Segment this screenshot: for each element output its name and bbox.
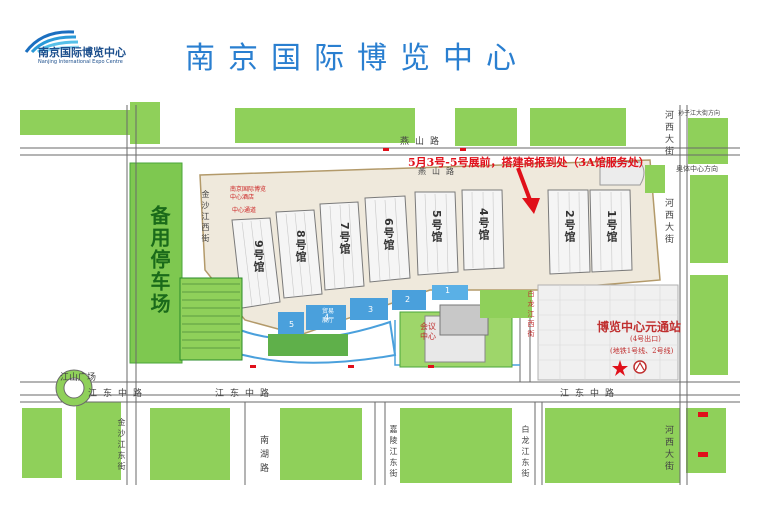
hotel-note: 南京国际博览中心酒店 (230, 186, 267, 201)
star-icon (612, 360, 628, 376)
lobby-note: 中心通道 (232, 207, 257, 214)
road-heixi-mid: 河西大街 (663, 198, 673, 246)
road-bailong-lower: 白龙江东街 (521, 425, 530, 480)
grass-right (686, 175, 728, 473)
road-heixi-bottom: 河西大街 (663, 425, 673, 473)
station-exit: (4号出口) (630, 335, 661, 343)
logo-subtitle: Nanjing International Expo Centre (38, 59, 123, 65)
hall-4-label[interactable]: 4号馆 (477, 208, 490, 241)
metro-icon (633, 360, 647, 374)
loop-road-area (599, 161, 665, 193)
water-zones (278, 285, 468, 336)
road-heixi-top: 河西大街 (663, 110, 673, 158)
station-lines: (地铁1号线、2号线) (610, 347, 674, 355)
hall-8-label[interactable]: 8号馆 (294, 230, 307, 263)
grass-top-row (20, 102, 728, 164)
green-lot-right (480, 290, 532, 318)
hall-9-label[interactable]: 9号馆 (252, 240, 265, 273)
parking-lot (129, 162, 183, 364)
road-nanhu: 南湖路 (258, 435, 268, 477)
road-yanshan-inner: 燕山路 (418, 167, 460, 176)
zone-1: 1 (445, 286, 451, 295)
meeting-center (399, 304, 513, 368)
zone-4: 4 (324, 313, 330, 322)
hall-6-label[interactable]: 6号馆 (382, 218, 395, 251)
station-plaza (537, 284, 679, 381)
roundabout (55, 369, 93, 407)
road-jinsha-lower: 金沙江东街 (117, 418, 126, 473)
zone-5: 5 (289, 320, 295, 329)
hall-5-label[interactable]: 5号馆 (430, 210, 443, 243)
hatched-zone (179, 277, 348, 361)
direction-sunzi: 孙子江大街方向 (678, 110, 721, 117)
arrow-icon (516, 167, 540, 214)
page-title: 南京国际博览中心 (185, 41, 529, 76)
road-jiangdong-left: 江东中路 (88, 389, 149, 399)
trade-hall-label: 贸易展厅 (322, 308, 335, 324)
hall-7-label[interactable]: 7号馆 (338, 222, 351, 255)
hall-1-label[interactable]: 1号馆 (605, 210, 618, 243)
road-jialing: 嘉陵江东街 (389, 425, 398, 480)
station-name: 博览中心元通站 (597, 320, 682, 334)
parking-label: 备用停车场 (147, 205, 171, 315)
road-jinsha-upper: 金沙江西街 (201, 190, 210, 245)
road-markers (250, 148, 708, 457)
roads (20, 105, 740, 485)
zone-2: 2 (405, 295, 411, 304)
direction-aoti: 奥体中心方向 (676, 165, 718, 173)
registration-banner: 5月3号-5号展前，搭建商报到处（3A馆服务处） (408, 156, 650, 169)
road-yanshan-top: 燕山路 (400, 137, 446, 147)
hall-2-label[interactable]: 2号馆 (563, 210, 576, 243)
logo-arc-icon (24, 30, 80, 54)
road-bailong-upper: 白龙江西街 (527, 290, 535, 340)
meeting-center-label: 会议中心 (420, 322, 436, 341)
grass-bottom-row (22, 402, 680, 483)
hall-gridlines (241, 191, 623, 307)
road-jiangshan: 江山广场 (60, 373, 97, 383)
logo-name: 南京国际博览中心 (38, 46, 126, 59)
zone-3: 3 (368, 305, 374, 314)
road-jiangdong-mid: 江东中路 (215, 389, 276, 399)
logo: 南京国际博览中心 Nanjing International Expo Cent… (24, 28, 154, 65)
road-jiangdong-right: 江东中路 (560, 389, 621, 399)
